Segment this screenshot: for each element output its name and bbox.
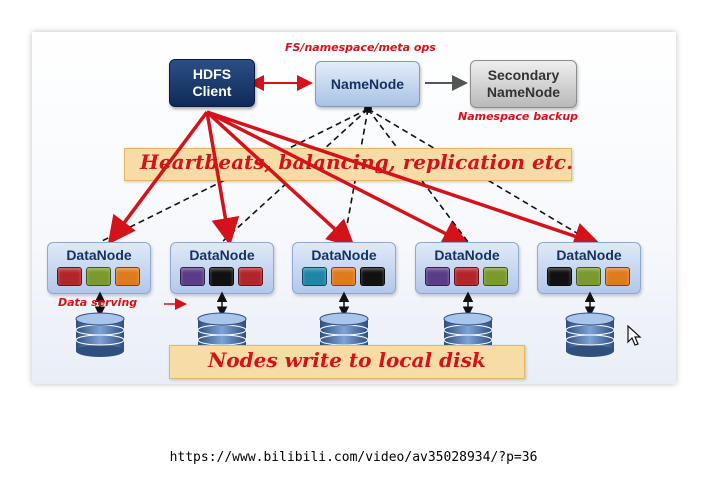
datanode-3[interactable]: DataNode <box>292 242 396 294</box>
heartbeats-banner <box>124 148 572 181</box>
disk-layer <box>75 291 615 357</box>
data-block <box>86 267 111 286</box>
data-block <box>238 267 263 286</box>
data-block <box>576 267 601 286</box>
namenode-box[interactable]: NameNode <box>315 61 420 107</box>
data-block <box>115 267 140 286</box>
datanode-label: DataNode <box>556 247 622 263</box>
data-block <box>209 267 234 286</box>
namenode-label: NameNode <box>330 76 405 92</box>
datanode-label: DataNode <box>66 247 132 263</box>
data-block <box>425 267 450 286</box>
slide: Heartbeats, balancing, replication etc. … <box>32 32 676 384</box>
datanode-label: DataNode <box>311 247 377 263</box>
hdfs-client-line1: HDFS <box>192 66 232 82</box>
datanode-label: DataNode <box>434 247 500 263</box>
data-block <box>180 267 205 286</box>
block-group <box>425 267 508 286</box>
data-block <box>454 267 479 286</box>
data-block <box>331 267 356 286</box>
block-group <box>57 267 140 286</box>
data-serving-label: Data serving <box>58 296 138 309</box>
block-group <box>180 267 263 286</box>
disk-icon-1 <box>75 312 125 357</box>
client-to-datanode-2-arrow <box>205 111 240 246</box>
namespace-backup-label: Namespace backup <box>458 110 579 123</box>
disk-icon-5 <box>565 312 615 357</box>
data-block <box>57 267 82 286</box>
datanode-label: DataNode <box>189 247 255 263</box>
client-datanode-arrows <box>107 110 602 250</box>
block-group <box>302 267 385 286</box>
client-to-datanode-3-arrow <box>205 110 356 248</box>
data-block <box>302 267 327 286</box>
mouse-cursor-icon <box>627 325 642 346</box>
hdfs-client-box[interactable]: HDFS Client <box>169 59 255 107</box>
local-disk-banner <box>169 345 525 379</box>
data-block <box>360 267 385 286</box>
data-block <box>483 267 508 286</box>
data-block <box>605 267 630 286</box>
source-url[interactable]: https://www.bilibili.com/video/av3502893… <box>169 450 538 465</box>
secondary-namenode-box[interactable]: Secondary NameNode <box>470 60 577 108</box>
local-disk-label: Nodes write to local disk <box>208 348 486 372</box>
datanode-5[interactable]: DataNode <box>537 242 641 294</box>
client-to-datanode-1-arrow <box>107 110 209 245</box>
secondary-line1: Secondary <box>487 67 560 83</box>
hdfs-client-line2: Client <box>192 83 232 99</box>
secondary-line2: NameNode <box>486 84 561 100</box>
datanode-1[interactable]: DataNode <box>47 242 151 294</box>
heartbeat-line-2 <box>221 108 369 243</box>
block-group <box>547 267 630 286</box>
namenode-hub-dot <box>364 105 372 113</box>
client-to-datanode-4-arrow <box>206 110 471 247</box>
client-to-datanode-5-arrow <box>206 110 602 250</box>
heartbeats-label: Heartbeats, balancing, replication etc. <box>140 150 574 174</box>
fs-ops-label: FS/namespace/meta ops <box>285 41 436 54</box>
data-block <box>547 267 572 286</box>
